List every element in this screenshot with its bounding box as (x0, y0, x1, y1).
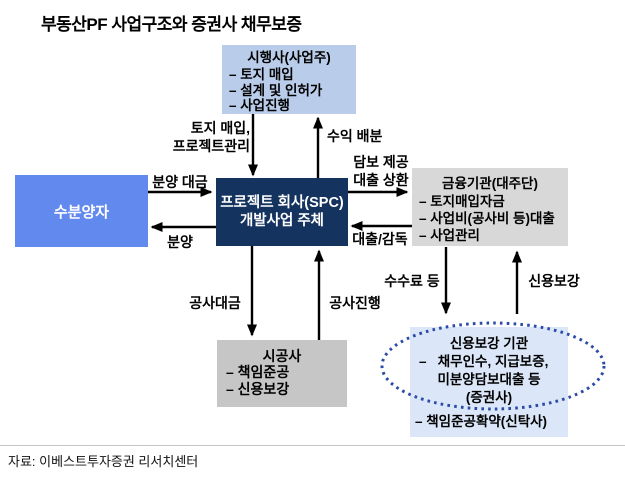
node-lenders-title: 금융기관(대주단) (442, 176, 538, 191)
node-developer: 시행사(사업주) – 토지 매입 – 설계 및 인허가 – 사업진행 (222, 45, 356, 114)
footer-divider (0, 445, 625, 446)
node-developer-bullet: – 토지 매입 (229, 67, 294, 82)
node-credit-title: 신용보강 기관 (449, 336, 529, 351)
edge-label-credit-enhancement: 신용보강 (528, 273, 580, 289)
edge-label-loan-supervision: 대출/감독 (352, 231, 408, 247)
node-credit-line: (증권사) (465, 390, 513, 405)
node-builder-bullet: – 신용보강 (226, 380, 290, 397)
edge-label-construction-progress: 공사진행 (329, 295, 381, 311)
node-developer-bullet: – 사업진행 (229, 98, 290, 113)
node-credit-org: 신용보강 기관 – 채무인수, 지급보증, 미분양담보대출 등 (증권사) – … (410, 327, 568, 437)
node-spc: 프로젝트 회사(SPC) 개발사업 주체 (216, 178, 348, 246)
edge-label-collateral-line2: 대출 상환 (353, 171, 409, 188)
edge-label-collateral: 담보 제공 대출 상환 (348, 154, 414, 189)
edge-label-sale-payment: 분양 대금 (152, 174, 208, 190)
edge-label-sale: 분양 (167, 234, 193, 250)
node-buyers: 수분양자 (15, 175, 148, 247)
node-lenders-bullet: – 토지매입자금 (419, 194, 505, 209)
node-buyers-title: 수분양자 (53, 203, 110, 221)
node-builder-title: 시공사 (262, 348, 302, 364)
edge-label-land-purchase: 토지 매입, 프로젝트관리 (148, 119, 250, 155)
node-lenders-bullet: – 사업비(공사비 등)대출 (419, 211, 555, 226)
node-builder: 시공사 – 책임준공 – 신용보강 (217, 340, 347, 407)
edge-label-construction-payment: 공사대금 (189, 295, 241, 311)
node-credit-footnote: – 책임준공확약(신탁사) (415, 414, 548, 429)
node-spc-line1: 프로젝트 회사(SPC) (220, 195, 344, 211)
node-credit-line: – 채무인수, 지급보증, (419, 354, 549, 369)
page-title: 부동산PF 사업구조와 증권사 채무보증 (41, 15, 302, 34)
node-spc-line2: 개발사업 주체 (239, 213, 325, 229)
source-note: 자료: 이베스트투자증권 리서치센터 (8, 454, 199, 469)
edge-label-profit-share: 수익 배분 (327, 128, 383, 144)
node-developer-title: 시행사(사업주) (247, 50, 331, 65)
node-developer-bullet: – 설계 및 인허가 (229, 82, 323, 98)
node-credit-line: 미분양담보대출 등 (437, 372, 541, 387)
node-lenders: 금융기관(대주단) – 토지매입자금 – 사업비(공사비 등)대출 – 사업관리 (412, 168, 568, 246)
node-lenders-bullet: – 사업관리 (419, 228, 480, 243)
edge-label-land-purchase-line2: 프로젝트관리 (172, 138, 250, 154)
node-builder-bullet: – 책임준공 (226, 364, 290, 380)
edge-label-fees: 수수료 등 (384, 273, 440, 289)
edge-label-land-purchase-line1: 토지 매입, (190, 120, 250, 136)
edge-label-collateral-line1: 담보 제공 (353, 154, 409, 170)
